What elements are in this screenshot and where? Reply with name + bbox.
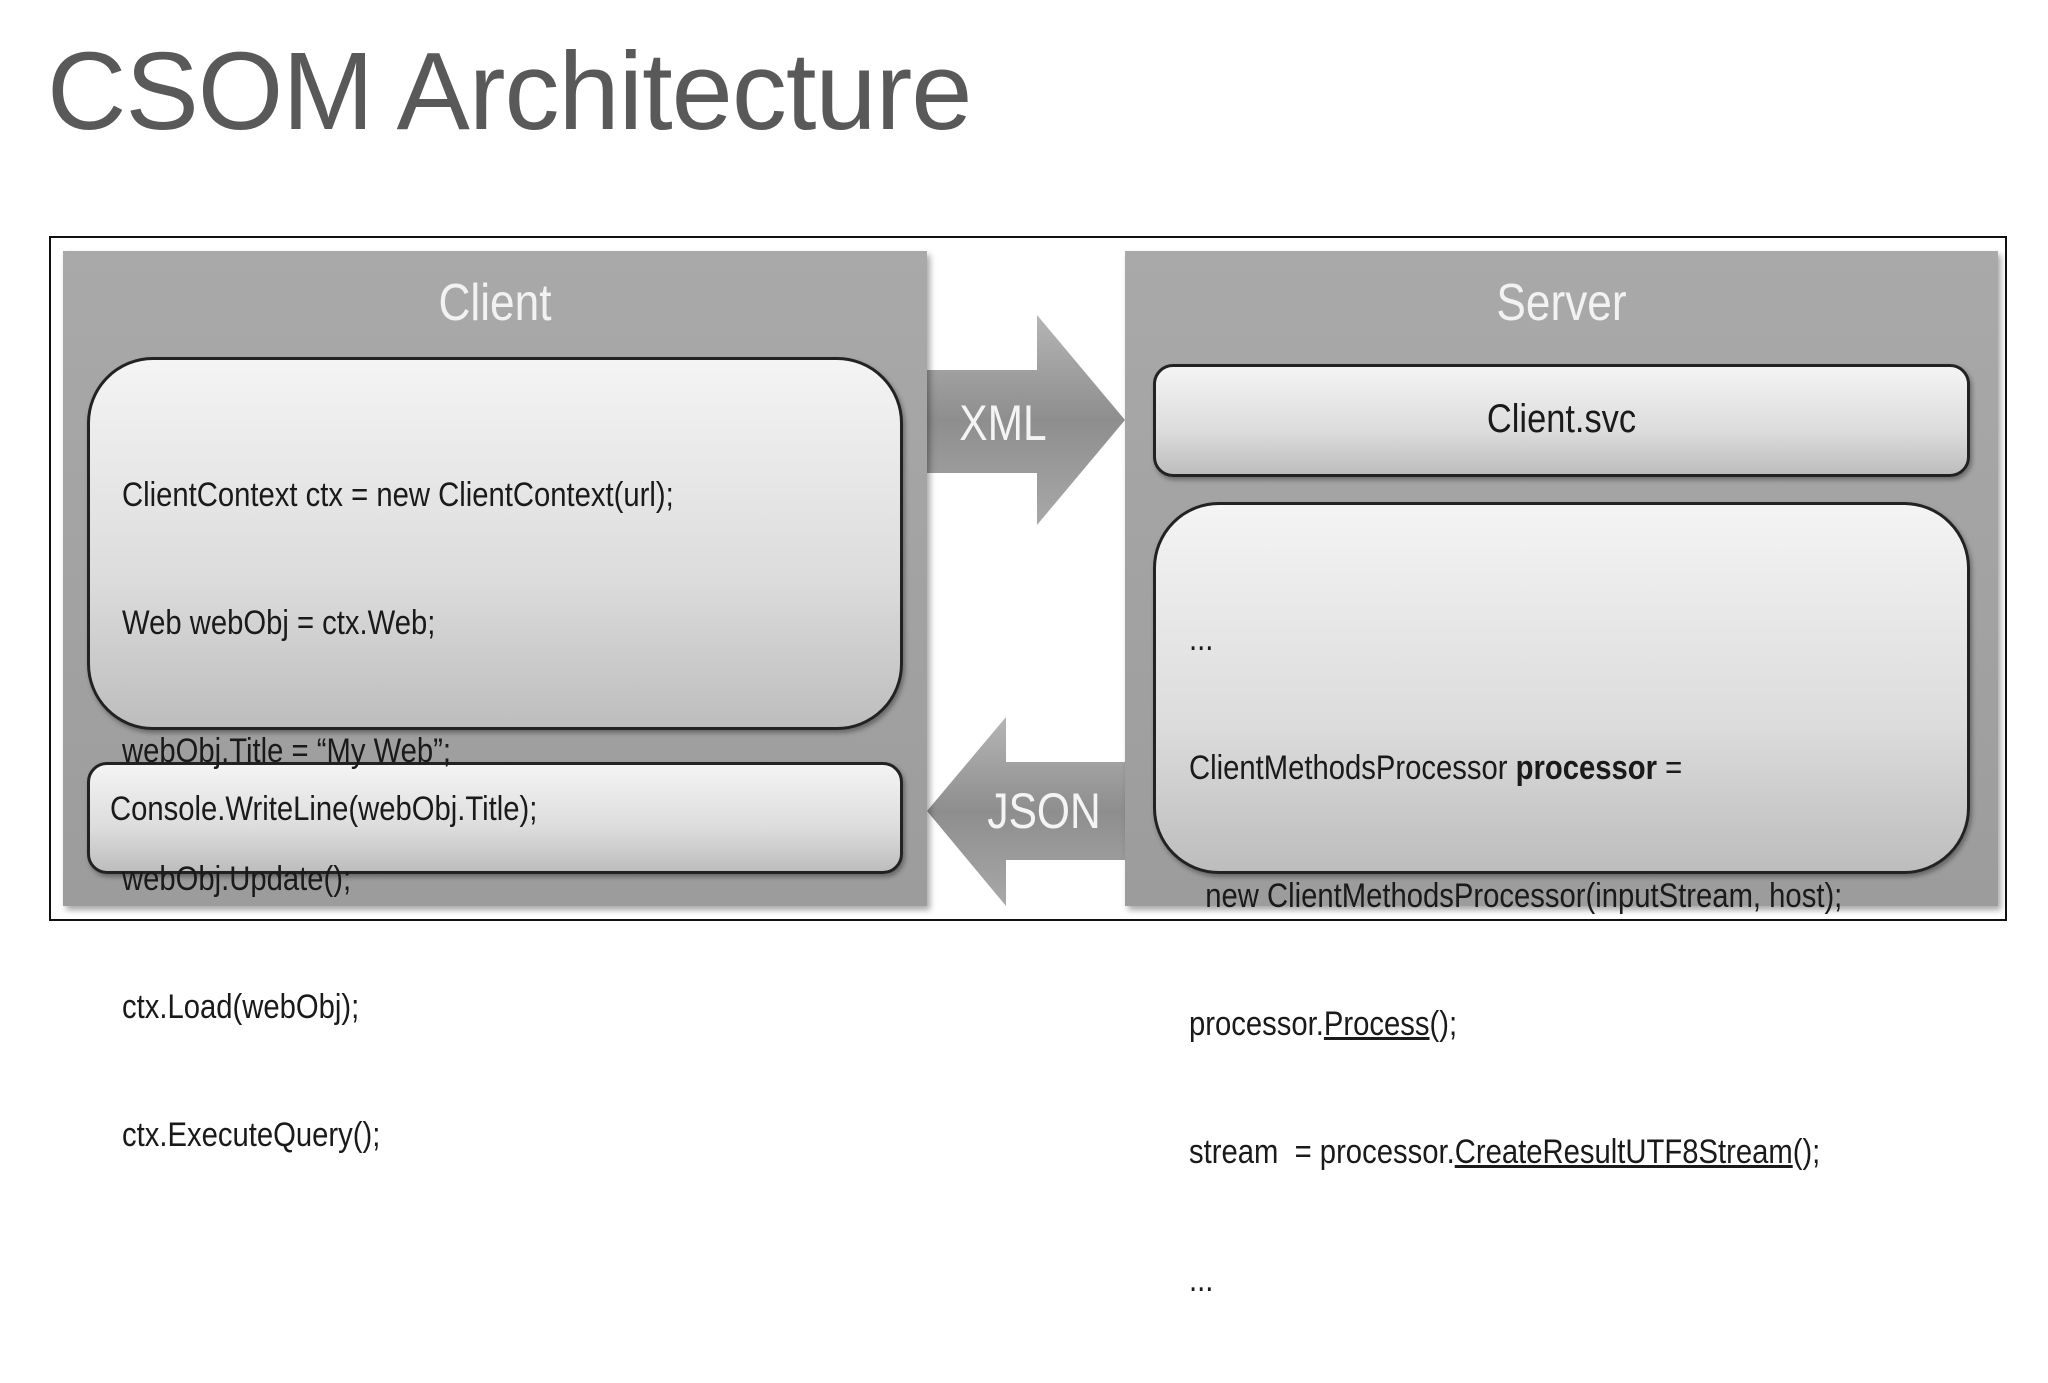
server-heading: Server (1496, 274, 1627, 332)
code-line: Web webObj = ctx.Web; (122, 604, 436, 642)
client-code: ClientContext ctx = new ClientContext(ur… (122, 392, 674, 1238)
code-line: ctx.ExecuteQuery(); (122, 1116, 381, 1154)
code-text: ClientMethodsProcessor (1189, 749, 1516, 787)
client-heading: Client (438, 274, 552, 332)
client-code-box: ClientContext ctx = new ClientContext(ur… (87, 357, 903, 1154)
client-svc-box: Client.svc (1153, 364, 1970, 477)
xml-label: XML (959, 395, 1047, 451)
code-line: stream = processor.CreateResultUTF8Strea… (1189, 1127, 1820, 1177)
server-panel: Server Client.svc ... ClientMethodsProce… (1125, 251, 1998, 1299)
code-line: webObj.Update(); (122, 860, 352, 898)
code-line: ClientMethodsProcessor processor = (1189, 743, 1682, 793)
code-text: stream = processor. (1189, 1133, 1455, 1171)
code-text-bold: processor (1515, 749, 1658, 787)
code-line: processor.Process(); (1189, 999, 1457, 1049)
code-text-underlined: Process (1323, 1005, 1430, 1043)
code-line: new ClientMethodsProcessor(inputStream, … (1189, 877, 1843, 915)
client-svc-label: Client.svc (1486, 397, 1637, 441)
code-line: webObj.Title = “My Web”; (122, 732, 452, 770)
code-text: (); (1429, 1005, 1458, 1043)
code-line: ... (1189, 1261, 1214, 1299)
code-text-underlined: CreateResultUTF8Stream (1454, 1133, 1793, 1171)
code-text: = (1657, 749, 1683, 787)
console-code: Console.WriteLine(webObj.Title); (110, 790, 538, 828)
server-code-box: ... ClientMethodsProcessor processor = n… (1153, 502, 1970, 1299)
json-label: JSON (987, 783, 1101, 839)
console-box: Console.WriteLine(webObj.Title); (87, 762, 903, 874)
code-text: (); (1792, 1133, 1821, 1171)
client-panel: Client ClientContext ctx = new ClientCon… (63, 251, 927, 1154)
code-text: processor. (1189, 1005, 1324, 1043)
server-code: ... ClientMethodsProcessor processor = n… (1189, 541, 1842, 1383)
code-line: ClientContext ctx = new ClientContext(ur… (122, 476, 674, 514)
page-title: CSOM Architecture (47, 30, 972, 153)
code-line: ctx.Load(webObj); (122, 988, 360, 1026)
diagram-frame (49, 236, 2007, 921)
code-line: ... (1189, 620, 1214, 658)
